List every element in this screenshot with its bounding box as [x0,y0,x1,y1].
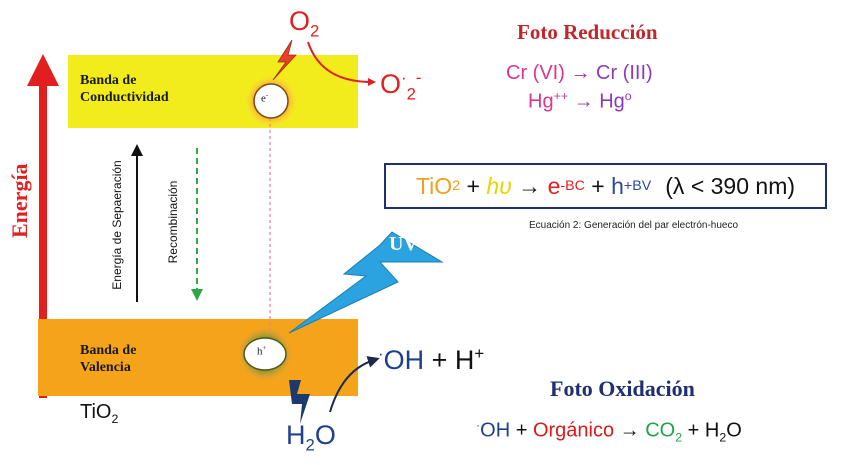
material-label: TiO2 [80,401,119,426]
reduction-chromium: Cr (VI) → Cr (III) [506,62,653,84]
superoxide-radical: O·2- [380,68,422,104]
water-spark-icon [289,380,310,424]
uv-lightning-icon [288,231,444,334]
excitation-spark-icon [272,39,297,81]
conduction-band-label-line2: Conductividad [80,90,169,105]
conduction-band-label: Banda de Conductividad [80,72,169,106]
water-molecule: H2O [286,420,336,455]
electron-symbol: e- [261,92,269,105]
conduction-band [68,55,358,128]
hole-symbol: h+ [257,345,267,358]
oxygen-molecule: O2 [289,6,320,41]
oxygen-reduction-arrow [307,41,376,86]
conduction-band-label-line1: Banda de [80,73,137,88]
recombination-label: Recombinación [166,180,180,264]
reduction-mercury: Hg++ → Hgo [528,89,632,113]
valence-band-label-line2: Valencia [80,360,131,375]
electron-circle [253,83,289,119]
uv-label: UV [389,233,418,255]
proton: H [454,345,475,375]
hole-circle [243,337,287,371]
photo-reduction-title: Foto Reducción [517,20,658,44]
separation-energy-label: Energía de Sepaeración [110,160,124,290]
oxidation-equation: ·OH + Orgánico → CO2 + H2O [476,418,742,445]
photo-oxidation-title: Foto Oxidación [550,376,695,401]
energy-axis-label: Energía [7,163,32,238]
valence-band-label-line1: Banda de [80,343,137,358]
valence-band [38,319,358,396]
radical-dot: · [378,344,384,363]
hydroxyl-products: ·OH + H+ [378,344,485,375]
equation-caption: Ecuación 2: Generación del par electrón-… [529,220,739,231]
hydroxyl-radical: OH [383,345,425,375]
valence-band-label: Banda de Valencia [80,342,136,376]
water-oxidation-arrow [329,356,380,413]
